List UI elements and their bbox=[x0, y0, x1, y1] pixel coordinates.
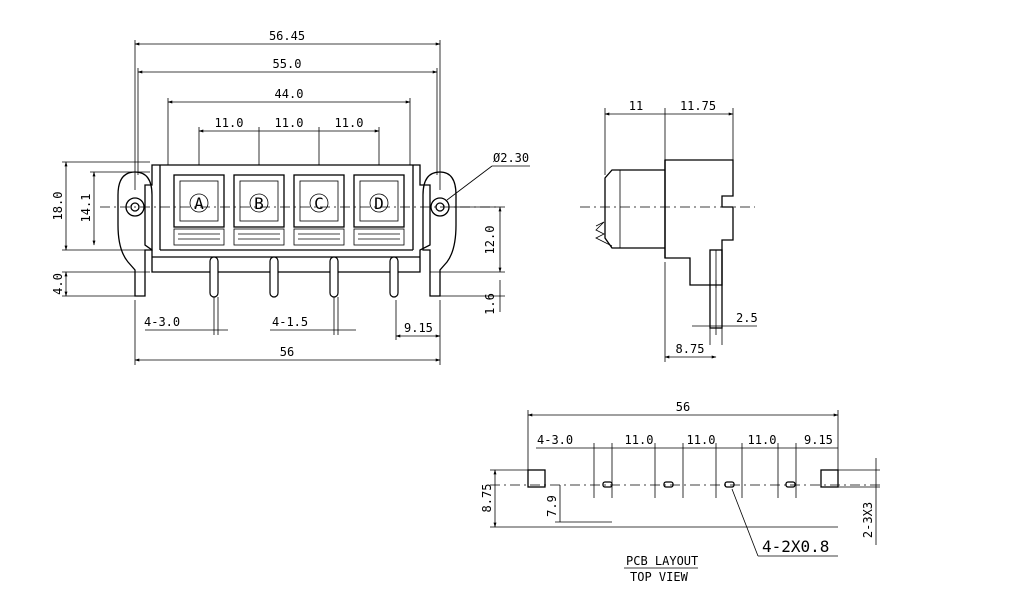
pcb-dim-width: 56 bbox=[676, 400, 690, 414]
dim-depth-rear: 11.75 bbox=[680, 99, 716, 113]
dim-mount-width: 55.0 bbox=[273, 57, 302, 71]
dim-edge-offset: 9.15 bbox=[404, 321, 433, 335]
pcb-hole-callout: 4-2X0.8 bbox=[762, 537, 829, 556]
pcb-dim-depth: 8.75 bbox=[480, 484, 494, 513]
pcb-dim-edge: 9.15 bbox=[804, 433, 833, 447]
dim-overall-width: 56.45 bbox=[269, 29, 305, 43]
pcb-dim-pitch-3: 11.0 bbox=[748, 433, 777, 447]
pcb-dim-pad: 4-3.0 bbox=[537, 433, 573, 447]
terminal-c: C bbox=[293, 174, 345, 246]
dim-pin-offset: 1.6 bbox=[483, 293, 497, 315]
dim-pin-depth: 8.75 bbox=[676, 342, 705, 356]
pcb-caption-layout: PCB LAYOUT bbox=[626, 554, 698, 568]
pcb-dim-slot: 2-3X3 bbox=[861, 502, 875, 538]
terminal-d: D bbox=[353, 174, 405, 246]
dim-pitch-3: 11.0 bbox=[335, 116, 364, 130]
dim-leg-height: 4.0 bbox=[51, 273, 65, 295]
pcb-dim-pitch-2: 11.0 bbox=[687, 433, 716, 447]
front-view: 56.45 55.0 44.0 11.0 11.0 11.0 A bbox=[51, 29, 530, 365]
dim-depth-front: 11 bbox=[629, 99, 643, 113]
pcb-dim-row: 7.9 bbox=[545, 495, 559, 517]
dim-body-height: 14.1 bbox=[79, 194, 93, 223]
dim-hole-diameter: Ø2.30 bbox=[493, 151, 529, 165]
terminal-label-c: C bbox=[314, 194, 324, 213]
side-view: 11 11.75 2.5 8.75 bbox=[580, 99, 758, 362]
dim-pin-width-b: 4-1.5 bbox=[272, 315, 308, 329]
terminal-a: A bbox=[173, 174, 225, 246]
pcb-dim-pitch-1: 11.0 bbox=[625, 433, 654, 447]
dim-pin-height: 12.0 bbox=[483, 226, 497, 255]
dim-pin-thickness: 2.5 bbox=[736, 311, 758, 325]
terminal-label-b: B bbox=[254, 194, 264, 213]
terminal-label-a: A bbox=[194, 194, 204, 213]
dim-pin-width-a: 4-3.0 bbox=[144, 315, 180, 329]
pcb-layout: 56 4-3.0 11.0 11.0 11.0 9.15 8.75 7.9 2-… bbox=[480, 400, 880, 584]
pcb-caption-view: TOP VIEW bbox=[630, 570, 689, 584]
dim-total-height: 18.0 bbox=[51, 192, 65, 221]
dim-pitch-1: 11.0 bbox=[215, 116, 244, 130]
dim-pitch-2: 11.0 bbox=[275, 116, 304, 130]
dim-base-width: 56 bbox=[280, 345, 294, 359]
dim-terminal-span: 44.0 bbox=[275, 87, 304, 101]
terminal-label-d: D bbox=[374, 194, 384, 213]
terminal-b: B bbox=[233, 174, 285, 246]
